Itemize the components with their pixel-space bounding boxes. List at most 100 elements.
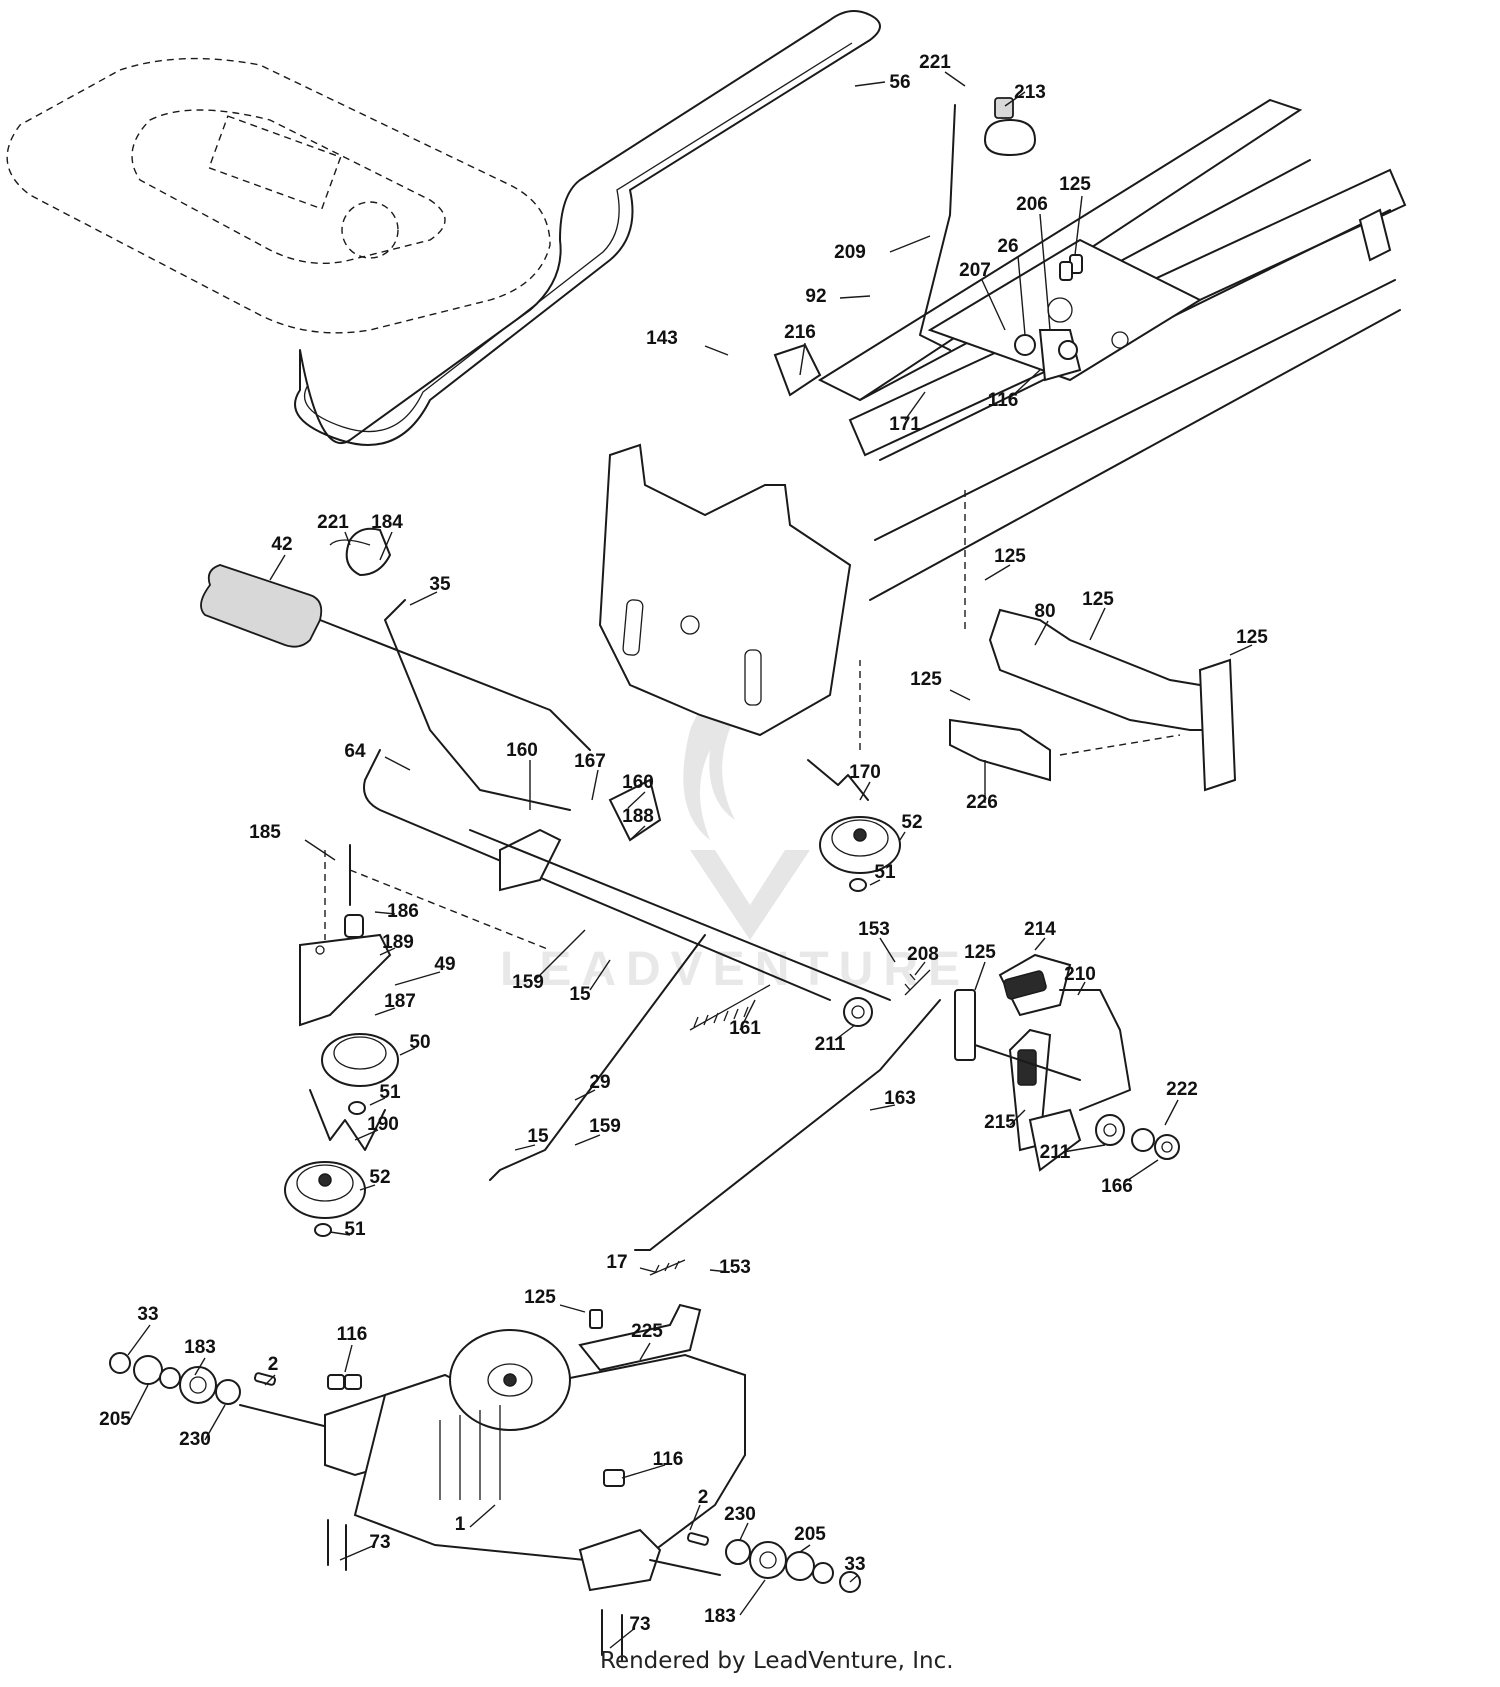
callout-leader-221b — [344, 531, 351, 546]
callout-label-26: 26 — [997, 236, 1018, 257]
callout-leader-125e — [949, 689, 971, 701]
callout-leader-213 — [1004, 91, 1026, 107]
callout-label-153a: 153 — [858, 919, 890, 940]
callout-leader-216 — [799, 342, 806, 376]
callout-label-215: 215 — [984, 1112, 1016, 1133]
axle-parts-left — [109, 1352, 277, 1405]
pedal-assembly — [954, 953, 1131, 1172]
callout-label-207: 207 — [959, 260, 991, 281]
callout-leader-209 — [889, 235, 931, 253]
callout-label-125c: 125 — [1082, 589, 1114, 610]
callout-leader-125f — [974, 961, 986, 991]
callout-label-188: 188 — [622, 806, 654, 827]
callout-leader-163 — [869, 1104, 896, 1111]
callout-leader-125b — [984, 564, 1011, 581]
callout-leader-51b — [369, 1097, 386, 1106]
callout-label-206: 206 — [1016, 194, 1048, 215]
callout-label-73b: 73 — [629, 1614, 650, 1635]
callout-leader-153b — [709, 1269, 731, 1273]
callout-label-116a: 116 — [988, 390, 1019, 411]
callout-label-153b: 153 — [719, 1257, 751, 1278]
callout-label-221a: 221 — [919, 52, 951, 73]
callout-leader-186 — [374, 911, 396, 915]
steering-handle — [200, 527, 591, 811]
callout-leader-166 — [1124, 1159, 1159, 1183]
callout-leader-15b — [514, 1144, 536, 1151]
callout-label-209: 209 — [834, 242, 866, 263]
callout-label-15b: 15 — [527, 1126, 549, 1147]
callout-leader-125g — [559, 1304, 586, 1313]
callout-leader-92 — [839, 295, 871, 299]
callout-leader-221a — [944, 71, 966, 87]
callout-leader-183a — [194, 1357, 206, 1376]
callout-label-52a: 52 — [901, 812, 922, 833]
callout-leader-29 — [574, 1089, 596, 1101]
callout-leader-2b — [689, 1504, 701, 1531]
callout-label-35: 35 — [429, 574, 451, 595]
callout-leader-2a — [264, 1374, 276, 1386]
idler-pulley-top — [807, 759, 901, 892]
callout-leader-183b — [739, 1579, 766, 1616]
idler-pulley-left — [284, 844, 551, 1237]
callout-label-50: 50 — [409, 1032, 430, 1053]
spring-161 — [689, 984, 771, 1031]
callout-leader-116b — [344, 1344, 353, 1373]
callout-leader-211a — [834, 1024, 856, 1041]
callout-label-205a: 205 — [99, 1409, 131, 1430]
callout-leader-230a — [204, 1404, 226, 1441]
callout-leader-125c — [1089, 607, 1106, 641]
callout-label-183a: 183 — [184, 1337, 216, 1358]
callout-leader-230b — [739, 1522, 749, 1541]
callout-label-33b: 33 — [844, 1554, 865, 1575]
watermark-logo: LEADVENTURE — [500, 694, 970, 996]
callout-label-221b: 221 — [317, 512, 349, 533]
callout-leader-215 — [1009, 1109, 1026, 1126]
callout-leader-189 — [379, 947, 396, 956]
spring-208 — [904, 969, 931, 996]
callout-leader-159b — [574, 1134, 601, 1146]
callout-leader-190 — [354, 1129, 379, 1141]
callout-leader-161 — [739, 999, 756, 1031]
lift-lever — [919, 104, 956, 351]
callout-leader-116a — [1009, 369, 1041, 399]
callout-label-29: 29 — [589, 1072, 610, 1093]
callout-leader-42 — [269, 554, 286, 581]
watermark-text: LEADVENTURE — [500, 943, 970, 996]
callout-leader-116c — [621, 1464, 666, 1479]
callout-leader-64 — [384, 756, 411, 771]
callout-label-160b: 160 — [622, 772, 654, 793]
callout-leader-17 — [639, 1267, 656, 1273]
front-plate — [598, 443, 852, 737]
spring-17 — [649, 1259, 686, 1276]
callout-leader-159a — [534, 929, 586, 981]
callout-leader-35 — [409, 591, 438, 606]
callout-label-190: 190 — [367, 1114, 399, 1135]
axle-parts-right — [686, 1532, 861, 1593]
callout-label-159b: 159 — [589, 1116, 621, 1137]
callout-leader-15a — [589, 959, 611, 991]
callout-leader-187 — [374, 1007, 396, 1016]
rod-163 — [634, 999, 941, 1251]
callout-label-125e: 125 — [910, 669, 942, 690]
bracket-226 — [949, 718, 1051, 782]
callout-leader-222 — [1164, 1099, 1179, 1126]
callout-leader-143 — [704, 345, 729, 356]
callout-label-186: 186 — [387, 901, 419, 922]
callout-leader-56 — [854, 81, 886, 87]
callout-leader-52a — [899, 831, 906, 841]
callout-leader-211b — [1062, 1144, 1106, 1153]
callout-leader-160b — [627, 791, 646, 809]
callout-label-189: 189 — [382, 932, 414, 953]
callout-leader-207 — [981, 279, 1006, 331]
callout-leader-49 — [394, 971, 441, 986]
callout-leader-184 — [379, 531, 393, 561]
callout-leader-73a — [339, 1544, 376, 1561]
callout-leader-185 — [304, 839, 336, 861]
callout-leader-1 — [469, 1504, 496, 1528]
callout-label-125b: 125 — [994, 546, 1026, 567]
callout-leader-80 — [1034, 620, 1049, 646]
callout-label-49: 49 — [434, 954, 455, 975]
washers-right — [843, 997, 1180, 1160]
callout-label-210: 210 — [1064, 964, 1096, 985]
